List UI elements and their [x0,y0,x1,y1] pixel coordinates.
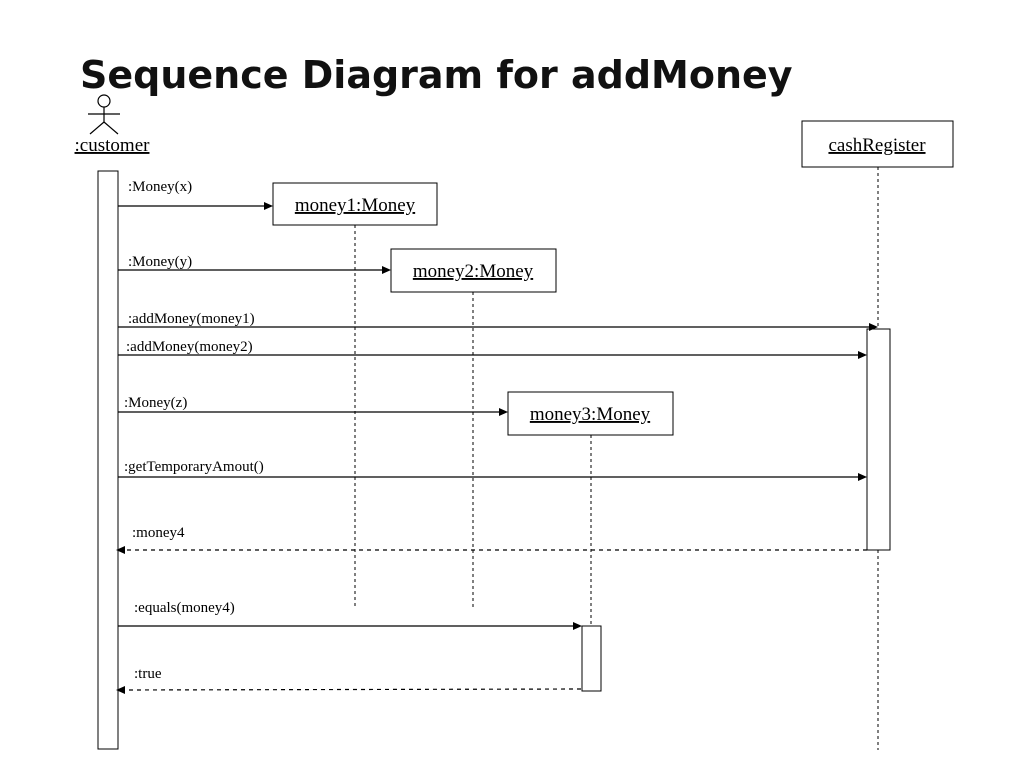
money1-object-label: money1:Money [295,195,416,216]
message-label: :equals(money4) [134,600,235,616]
money2-object-box [390,248,557,293]
message-gettemporaryamout: :getTemporaryAmout() [118,459,867,481]
customer-activation-bar [97,170,119,750]
message-label: :true [134,666,162,682]
message-return-money4: :money4 [116,525,867,554]
customer-actor-icon [88,94,120,135]
money3-activation-bar [581,625,602,692]
message-money-x: :Money(x) [118,179,273,210]
page-title: Sequence Diagram for addMoney [80,53,793,97]
money3-object-label: money3:Money [530,404,651,425]
message-money-y: :Money(y) [118,254,391,274]
message-label: :money4 [132,525,185,541]
message-addmoney-money2: :addMoney(money2) [118,339,867,359]
message-label: :addMoney(money2) [126,339,253,355]
message-equals-money4: :equals(money4) [118,600,582,630]
message-label: :Money(y) [128,254,192,270]
message-label: :Money(x) [128,179,192,195]
message-label: :getTemporaryAmout() [124,459,264,475]
message-return-true: :true [116,666,582,694]
message-label: :addMoney(money1) [128,311,255,327]
money1-object-box [272,182,438,226]
cashregister-activation-bar [866,328,891,551]
message-addmoney-money1: :addMoney(money1) [118,311,878,331]
money3-object-box [507,391,674,436]
money2-object-label: money2:Money [413,261,534,282]
message-money-z: :Money(z) [118,395,508,416]
cashregister-object-label: cashRegister [828,135,926,156]
message-label: :Money(z) [124,395,187,411]
customer-actor-label: :customer [75,135,151,156]
